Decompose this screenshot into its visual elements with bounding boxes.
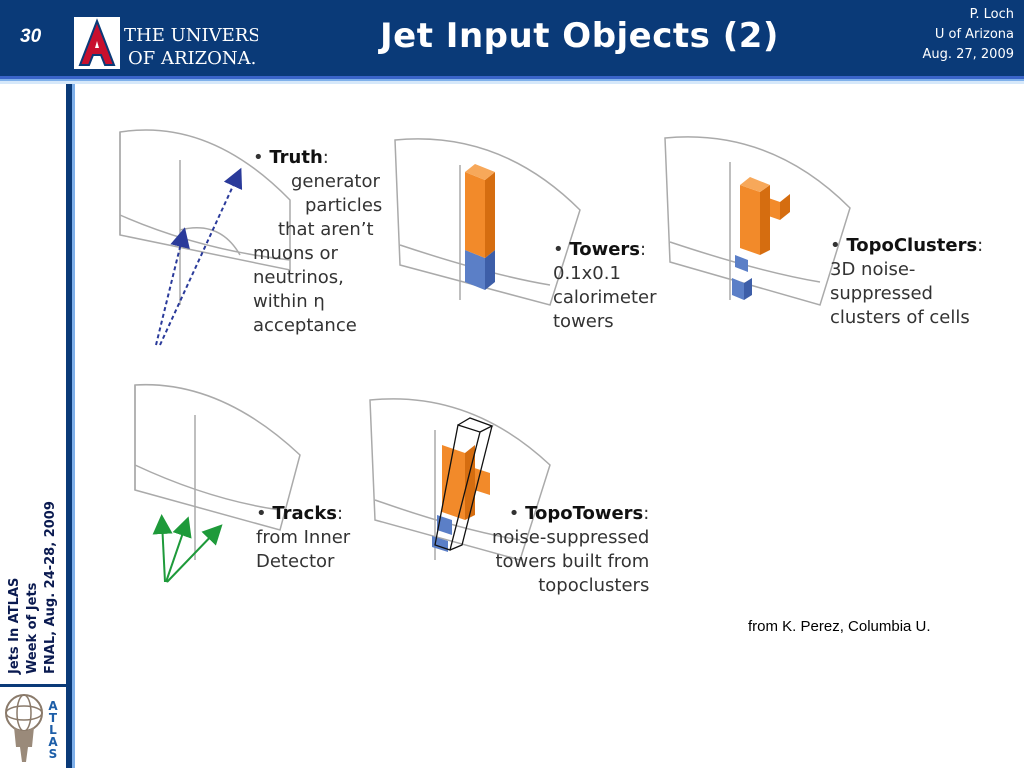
sidebar-rule xyxy=(66,84,72,768)
presentation-date: Aug. 27, 2009 xyxy=(922,47,1014,62)
author-affiliation: U of Arizona xyxy=(934,27,1014,42)
source-credit: from K. Perez, Columbia U. xyxy=(748,618,931,635)
truth-label: • Truth: generator particles that aren’t… xyxy=(253,147,383,336)
tracks-label: • Tracks: from Inner Detector xyxy=(256,503,351,572)
sidebar-event-text: Jets In ATLAS Week of Jets FNAL, Aug. 24… xyxy=(6,501,60,674)
atlas-figure-icon xyxy=(5,694,43,762)
header-divider xyxy=(0,76,1024,84)
sidebar-line-1: Jets In ATLAS xyxy=(7,577,22,674)
truth-wedge xyxy=(119,129,291,305)
tower-stack xyxy=(465,164,495,290)
truth-arrow-1 xyxy=(155,227,190,346)
topoclusters-wedge xyxy=(664,136,851,306)
author-block: P. Loch U of Arizona Aug. 27, 2009 xyxy=(922,5,1014,65)
logo-line1: THE UNIVERSITY xyxy=(124,25,258,46)
university-logo: THE UNIVERSITY OF ARIZONA. xyxy=(74,17,258,69)
tracks-wedge xyxy=(134,383,301,560)
atlas-logo-box xyxy=(0,684,66,768)
sidebar-line-2: Week of Jets xyxy=(25,582,40,674)
track-arrow-3 xyxy=(166,524,223,583)
topotower-blocks xyxy=(432,417,494,552)
logo-line2: OF ARIZONA. xyxy=(128,48,256,69)
topocluster-blocks xyxy=(732,177,790,300)
jet-input-diagrams xyxy=(119,129,851,583)
sidebar xyxy=(0,84,66,684)
author-name: P. Loch xyxy=(969,7,1014,22)
sidebar-rule-light xyxy=(72,84,75,768)
towers-label: • Towers: 0.1x0.1 calorimeter towers xyxy=(553,239,657,332)
truth-arrow-2 xyxy=(159,167,243,346)
track-arrow-1 xyxy=(152,514,173,583)
topoclusters-label: • TopoClusters: 3D noise- suppressed clu… xyxy=(830,235,984,328)
slide-header: 30 THE UNIVERSITY OF ARIZONA. Jet Input … xyxy=(0,0,1024,76)
topotowers-label: • TopoTowers: noise-suppressed towers bu… xyxy=(492,503,650,596)
slide-title: Jet Input Objects (2) xyxy=(380,16,779,56)
slide-number: 30 xyxy=(20,26,42,47)
atlas-letters: A T L A S xyxy=(48,699,58,761)
sidebar-line-3: FNAL, Aug. 24-28, 2009 xyxy=(43,501,58,674)
track-arrow-2 xyxy=(165,516,192,583)
